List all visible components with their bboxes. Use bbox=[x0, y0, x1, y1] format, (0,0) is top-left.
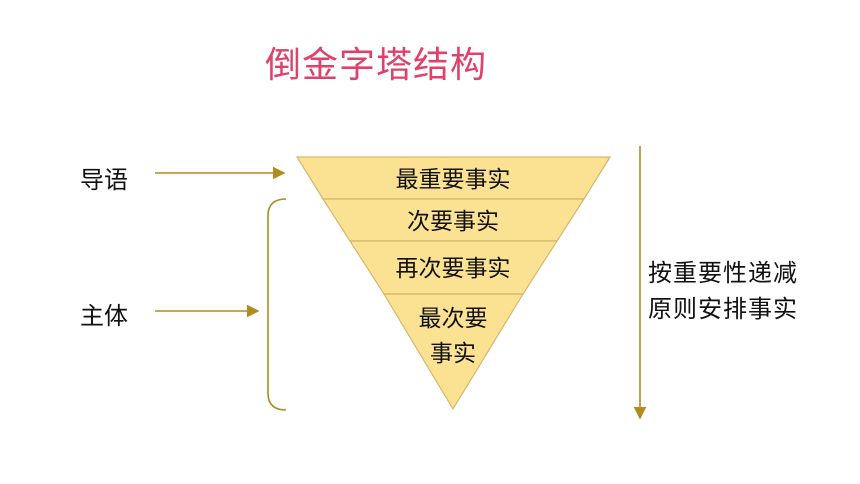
tier-1-text: 最重要事实 bbox=[396, 167, 511, 193]
body-brace bbox=[267, 198, 287, 411]
tier-2-text: 次要事实 bbox=[407, 209, 499, 235]
page-title: 倒金字塔结构 bbox=[265, 45, 488, 86]
tier-4-text-line2: 事实 bbox=[430, 341, 476, 367]
body-label: 主体 bbox=[80, 302, 128, 330]
pyramid-tier-4 bbox=[382, 293, 525, 411]
lead-label: 导语 bbox=[80, 166, 128, 194]
tier-4-text-line1: 最次要 bbox=[419, 306, 488, 332]
side-note-line1: 按重要性递减 bbox=[648, 259, 798, 287]
tier-3-text: 再次要事实 bbox=[396, 256, 511, 282]
side-note-line2: 原则安排事实 bbox=[648, 295, 798, 323]
